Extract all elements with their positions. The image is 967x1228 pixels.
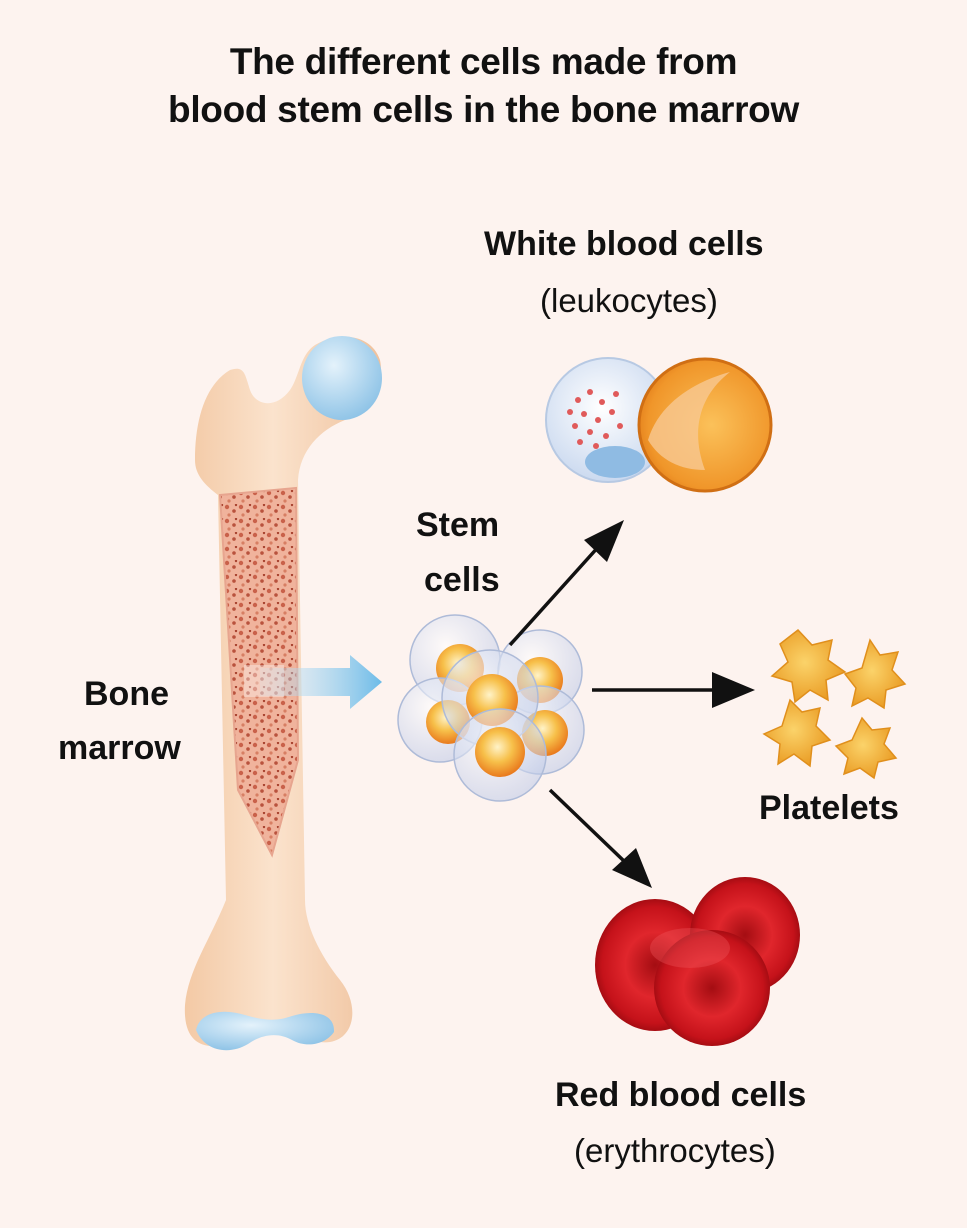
white-blood-cells-image — [545, 357, 773, 493]
platelet — [762, 698, 832, 768]
bone-head-cartilage — [302, 336, 382, 420]
bone-bottom-cartilage — [196, 1011, 335, 1051]
red-blood-cells-sublabel: (erythrocytes) — [574, 1132, 776, 1169]
stem-cells-cluster — [397, 614, 585, 802]
stem-cells-label-line2: cells — [424, 561, 500, 599]
differentiation-arrows — [508, 520, 755, 888]
marrow-to-stem-arrow — [260, 655, 382, 709]
diagram-title: The different cells made from blood stem… — [0, 38, 967, 134]
red-blood-cell — [654, 930, 770, 1046]
platelet — [834, 716, 898, 780]
title-line-2: blood stem cells in the bone marrow — [168, 89, 799, 130]
red-blood-cells-label: Red blood cells — [555, 1076, 807, 1114]
platelets-image — [762, 628, 907, 780]
bone-marrow-label-line1: Bone — [84, 675, 169, 713]
bone-marrow-label-line2: marrow — [58, 729, 181, 767]
white-blood-cells-label: White blood cells — [484, 225, 764, 263]
platelets-label: Platelets — [759, 789, 899, 827]
arrow-to-red-cells — [548, 788, 627, 864]
stem-cells-label-line1: Stem — [416, 506, 500, 544]
title-line-1: The different cells made from — [229, 41, 738, 82]
red-blood-cells-image — [595, 877, 800, 1046]
white-blood-cells-sublabel: (leukocytes) — [540, 282, 718, 319]
platelet — [843, 638, 907, 710]
arrow-to-white-cells — [508, 543, 602, 647]
platelet — [770, 628, 847, 704]
marrow-cavity — [218, 486, 300, 858]
